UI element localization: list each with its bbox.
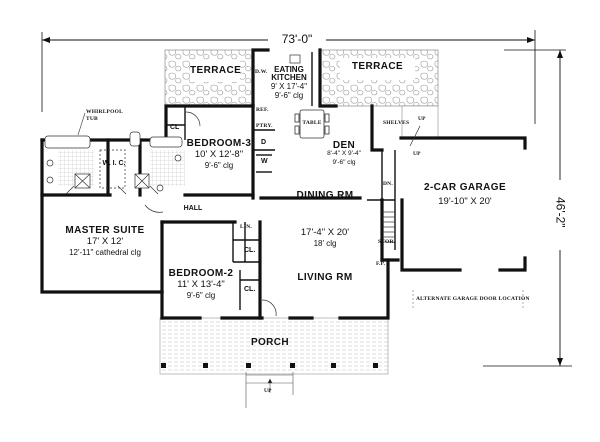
dishwasher-label: D.W.: [255, 69, 268, 75]
overall-depth-dimension: [483, 49, 572, 367]
living-room-name: LIVING RM: [297, 272, 353, 283]
porch-deck: [159, 317, 389, 375]
den-ceiling: 9'-6" clg: [332, 159, 356, 166]
overall-width-dimension: [41, 30, 536, 124]
walls: [40, 48, 527, 320]
stairs: [382, 211, 395, 243]
whirlpool-label-2: TUB: [86, 116, 98, 122]
master-suite-size: 17' X 12': [86, 236, 124, 247]
master-suite-ceiling: 12'-11" cathedral clg: [69, 248, 141, 257]
shelves-label: SHELVES: [383, 120, 410, 126]
wic-label: W. I. C.: [102, 160, 126, 167]
closet-lower-label: CL.: [244, 286, 256, 293]
hall-label: HALL: [183, 205, 203, 212]
bedroom-3-size: 10' X 12'-8": [194, 149, 244, 160]
master-suite-name: MASTER SUITE: [65, 225, 145, 236]
bedroom-3-ceiling: 9'-6" clg: [204, 161, 234, 170]
bedroom-2-size: 11' X 13'-4": [177, 279, 225, 290]
overall-width-label: 73'-0": [281, 32, 313, 46]
bedroom-3-name: BEDROOM-3: [186, 138, 252, 149]
eating-kitchen-ceiling: 9'-6" clg: [274, 91, 304, 100]
overall-depth-label: 46'-2": [553, 197, 568, 228]
terrace-up-label: UP: [418, 116, 426, 122]
garage-up-label: UP: [413, 151, 421, 157]
linen-closet-label: LIN.: [240, 224, 252, 230]
storage-label: STOR.: [378, 239, 396, 245]
washer-label: W: [261, 158, 268, 165]
garage-name: 2-CAR GARAGE: [423, 182, 507, 193]
dining-living-ceiling: 18' clg: [313, 239, 337, 248]
bedroom-2-name: BEDROOM-2: [168, 268, 234, 279]
closet-upper-label: CL.: [244, 247, 256, 254]
bedroom-2-ceiling: 9'-6" clg: [186, 291, 216, 300]
table-icon: [294, 109, 330, 139]
eating-kitchen-size: 9' X 17'-4": [270, 82, 308, 91]
stair-down-label: DN.: [383, 181, 393, 187]
bedroom-3-closet-label: CL: [170, 124, 180, 131]
dining-living-size: 17'-4" X 20': [300, 227, 350, 238]
den-name: DEN: [332, 140, 356, 151]
terrace-left-label: TERRACE: [190, 65, 242, 76]
eating-kitchen-name-1: EATING: [274, 65, 304, 74]
dining-room-name: DINING RM: [296, 190, 354, 201]
porch-up-label: UP: [264, 388, 272, 394]
pantry-label: PTRY.: [256, 123, 273, 129]
dryer-label: D: [261, 139, 267, 146]
terrace-right-label: TERRACE: [351, 61, 404, 72]
porch-steps: [245, 372, 294, 408]
alt-garage-door-label: ALTERNATE GARAGE DOOR LOCATION: [416, 296, 530, 302]
table-label: TABLE: [302, 120, 322, 126]
den-size: 8'-4" X 9'-4": [327, 150, 361, 157]
fireplace-label: F.P.: [376, 261, 386, 267]
refrigerator-label: REF.: [256, 107, 269, 113]
whirlpool-label-1: WHIRLPOOL: [86, 109, 123, 115]
garage-size: 19'-10" X 20': [438, 196, 492, 207]
eating-kitchen-name-2: KITCHEN: [271, 73, 307, 82]
porch-label: PORCH: [250, 337, 290, 348]
